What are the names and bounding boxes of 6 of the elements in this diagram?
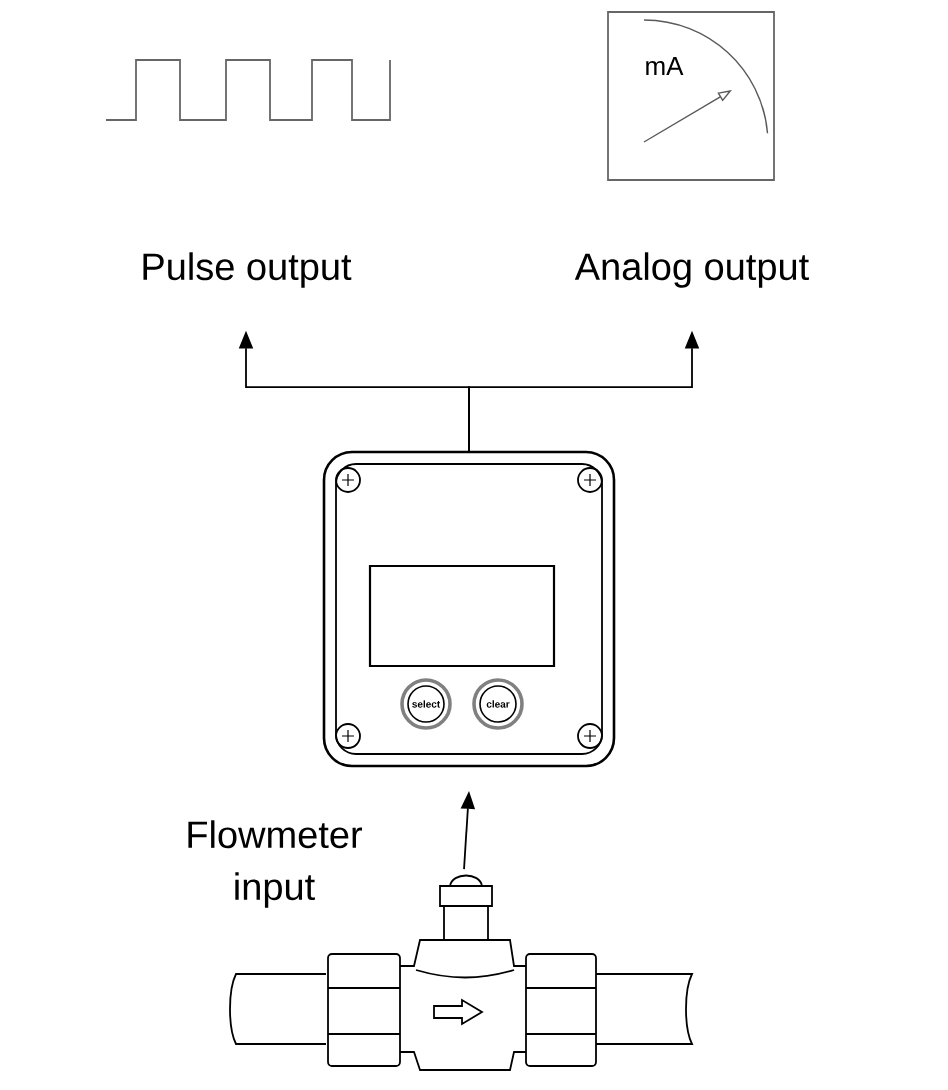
display-unit-drawing — [322, 450, 616, 768]
output-label: Pulse output — [143, 252, 352, 288]
flowmeter-drawing — [229, 874, 693, 1071]
meter-box: mA — [607, 11, 775, 181]
output-label: Analog output — [574, 252, 809, 288]
flowmeter-label: Flowmeter input — [188, 820, 363, 908]
